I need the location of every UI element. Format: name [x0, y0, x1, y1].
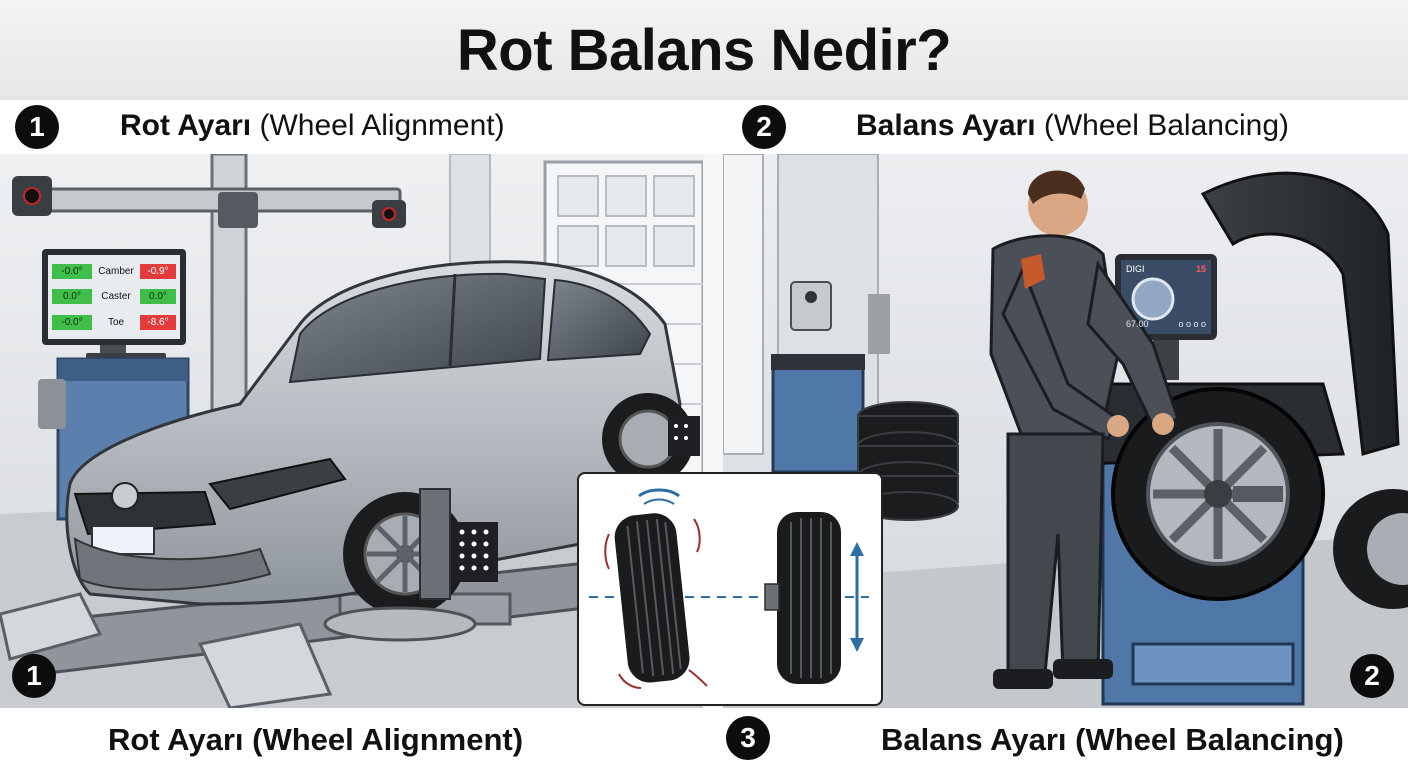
number-badge: 2 — [742, 105, 786, 149]
alignment-monitor: -0.0° Camber -0.9° 0.0° Caster 0.0° -0.0… — [49, 257, 179, 337]
number-badge: 1 — [15, 105, 59, 149]
heading-rest: (Wheel Alignment) — [259, 109, 505, 142]
top-label-left: 1 Rot Ayarı (Wheel Alignment) — [0, 100, 704, 154]
heading-rest: (Wheel Balancing) — [1043, 109, 1289, 142]
readout-left-value: 0.0° — [52, 289, 92, 305]
inset-badge: 3 — [726, 716, 770, 760]
scene-badge-right: 2 — [1350, 654, 1394, 698]
readout-left-value: -0.0° — [52, 264, 92, 280]
tire-diagram — [589, 488, 869, 689]
readout-right-value: 0.0° — [139, 289, 176, 305]
heading-bold: Rot Ayarı — [120, 109, 252, 142]
section-heading-balancing: Balans Ayarı (Wheel Balancing) — [856, 109, 1289, 143]
readout-left-value: -0.0° — [52, 314, 92, 330]
tire-diagram-inset — [577, 472, 883, 706]
balancer-left-value: 67.00 — [1126, 319, 1149, 329]
readout-right-value: -0.9° — [139, 264, 176, 280]
page-title: Rot Balans Nedir? — [456, 17, 952, 83]
readout-row-camber: -0.0° Camber -0.9° — [52, 264, 176, 280]
section-heading-alignment: Rot Ayarı (Wheel Alignment) — [120, 109, 505, 143]
balancer-readout: 15 — [1195, 264, 1206, 274]
title-bar: Rot Balans Nedir? — [0, 0, 1408, 100]
readout-row-caster: 0.0° Caster 0.0° — [52, 289, 176, 305]
readout-right-value: -8.6° — [140, 314, 176, 330]
top-label-right: 2 Balans Ayarı (Wheel Balancing) — [704, 100, 1408, 154]
balancer-icons: o o o o — [1178, 319, 1206, 329]
balancer-brand: DIGI — [1126, 264, 1145, 274]
balancing-illustration — [723, 154, 1408, 708]
balancer-screen: DIGI 15 67.00 o o o o — [1122, 261, 1210, 333]
readout-label: Toe — [107, 316, 125, 328]
alignment-illustration — [0, 154, 703, 708]
alignment-scene: -0.0° Camber -0.9° 0.0° Caster 0.0° -0.0… — [0, 154, 703, 708]
scene-badge-left: 1 — [12, 654, 56, 698]
readout-row-toe: -0.0° Toe -8.6° — [52, 314, 176, 330]
readout-label: Camber — [98, 266, 134, 278]
balancing-scene: DIGI 15 67.00 o o o o 2 — [723, 154, 1408, 708]
readout-label: Caster — [101, 291, 131, 303]
bottom-label-alignment: Rot Ayarı (Wheel Alignment) — [108, 722, 524, 757]
heading-bold: Balans Ayarı — [856, 109, 1036, 142]
bottom-bar: Rot Ayarı (Wheel Alignment) 3 Balans Aya… — [0, 708, 1408, 768]
bottom-label-balancing: Balans Ayarı (Wheel Balancing) — [881, 722, 1344, 757]
